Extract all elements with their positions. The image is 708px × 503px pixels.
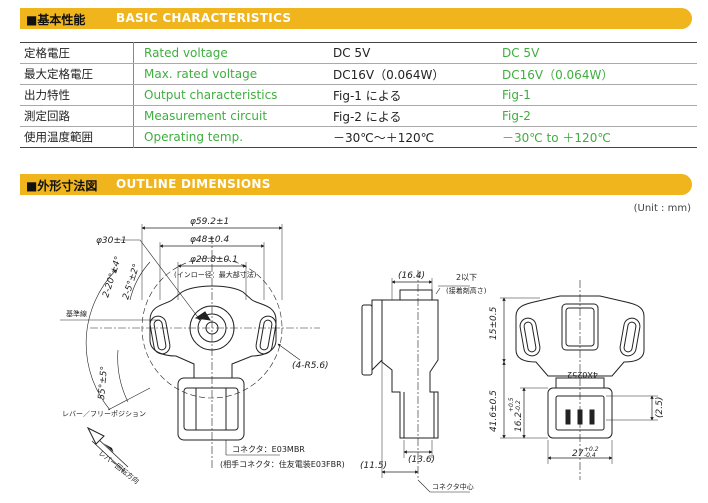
spec-value-jp: Fig-2 による <box>329 105 498 127</box>
dim-r56: (4-R5.6) <box>292 361 329 371</box>
front-view <box>60 224 320 473</box>
dim-16-4: (16.4) <box>398 271 425 281</box>
unit-label: (Unit : mm) <box>633 203 691 214</box>
spec-label-en: Rated voltage <box>133 42 329 64</box>
dim-16-2-tol-dn: -0.2 <box>515 400 522 412</box>
label-connector: コネクタ：E03MBR <box>232 445 305 454</box>
spec-label-jp: 定格電圧 <box>20 42 134 64</box>
spec-label-jp: 出力特性 <box>20 84 134 106</box>
dim-angle-20: 2-20°±4° <box>101 255 124 299</box>
basic-title-jp: ■基本性能 <box>26 13 86 27</box>
dim-13-6: (13.6) <box>408 455 435 465</box>
spec-label-en: Measurement circuit <box>133 105 329 127</box>
rear-view <box>500 280 658 480</box>
label-lever-rotation: レバー回転方向 <box>97 448 141 485</box>
outline-drawing: φ59.2±1 φ30±1 φ48±0.4 φ28.8±0.1 (インロー径：最… <box>60 217 665 493</box>
spec-value-en: DC16V（0.064W） <box>498 63 697 85</box>
spec-value-en: Fig-1 <box>498 84 697 106</box>
dim-2-5: (2.5) <box>655 397 665 418</box>
dim-15: 15±0.5 <box>489 306 499 340</box>
spec-label-en: Max. rated voltage <box>133 63 329 85</box>
spec-value-en: Fig-2 <box>498 105 697 127</box>
spec-label-jp: 測定回路 <box>20 105 134 127</box>
basic-title-en: BASIC CHARACTERISTICS <box>116 11 292 25</box>
label-lever-free: レバー／フリーポジション <box>62 410 146 418</box>
label-part-number: 4X0252 <box>567 370 598 379</box>
dim-adhesive: (接着剤高さ) <box>446 286 487 295</box>
spec-label-jp: 最大定格電圧 <box>20 63 134 85</box>
dim-phi30: φ30±1 <box>96 236 127 246</box>
spec-label-en: Operating temp. <box>144 130 244 144</box>
side-view <box>361 270 470 493</box>
dim-27-tol-dn: -0.4 <box>584 452 596 459</box>
dim-below-2: 2以下 <box>456 273 477 282</box>
label-baseline: 基準線 <box>66 309 87 318</box>
spec-value-jp: Fig-1 による <box>329 84 498 106</box>
spec-row: 使用温度範囲 Operating temp. －30℃～＋120℃ －30℃ to ＋… <box>20 126 697 148</box>
dim-16-2-tol-up: +0.5 <box>508 397 515 412</box>
spec-value-jp: DC 5V <box>329 42 498 64</box>
spec-value-jp: DC16V（0.064W） <box>329 63 498 85</box>
label-mate-connector: (相手コネクタ：住友電装E03FBR) <box>220 459 345 469</box>
spec-label-jp: 使用温度範囲 <box>20 126 134 148</box>
spec-value-jp: －30℃～＋120℃ <box>333 130 435 145</box>
dim-phi59: φ59.2±1 <box>190 217 229 227</box>
dim-11-5: (11.5) <box>360 461 387 471</box>
basic-section-header: ■基本性能 BASIC CHARACTERISTICS <box>20 8 692 29</box>
outline-title-jp: ■外形寸法図 <box>26 179 98 193</box>
label-connector-center: コネクタ中心 <box>432 482 474 491</box>
spec-value-en: －30℃ to ＋120℃ <box>502 130 611 145</box>
spec-label-en: Output characteristics <box>133 84 329 106</box>
dim-16-2: 16.2 <box>514 412 524 432</box>
dim-27: 27 <box>572 449 584 459</box>
dim-phi48: φ48±0.4 <box>190 235 230 245</box>
dim-angle-5: 2-5°±2° <box>121 263 142 301</box>
dim-angle-55: 55°±5° <box>97 366 110 400</box>
dim-phi28: φ28.8±0.1 <box>190 255 238 265</box>
dim-41-6: 41.6±0.5 <box>489 390 499 432</box>
spec-value-en: DC 5V <box>498 42 697 64</box>
outline-title-en: OUTLINE DIMENSIONS <box>116 177 271 191</box>
dim-27-tol-up: +0.2 <box>584 446 599 453</box>
outline-section-header: ■外形寸法図 OUTLINE DIMENSIONS <box>20 174 692 195</box>
dim-inlow-note: (インロー径：最大部寸法) <box>174 270 257 279</box>
